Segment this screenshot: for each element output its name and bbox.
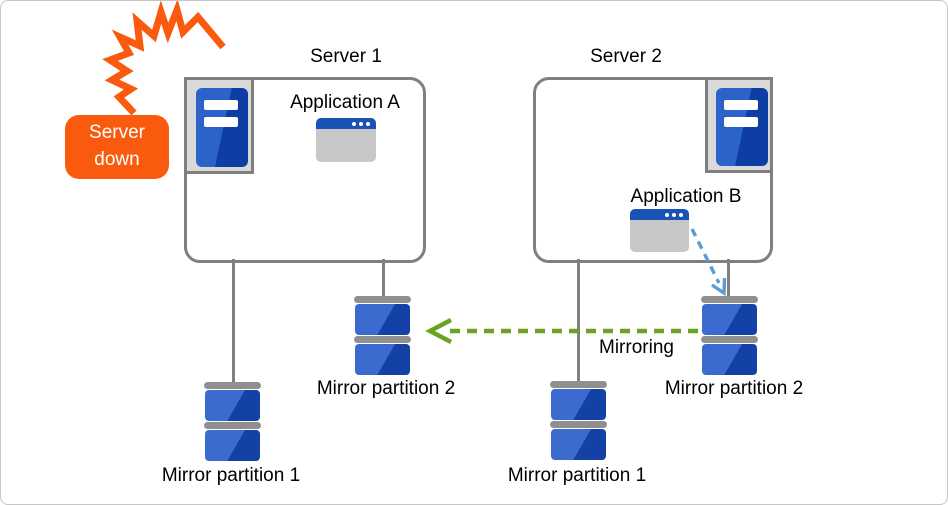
server1-mirror-partition2-icon	[354, 296, 411, 376]
server2-app-label: Application B	[630, 186, 742, 207]
window-dots-icon	[665, 212, 683, 217]
server2-mirror-partition2-icon	[701, 296, 758, 376]
server2-tower-icon	[716, 88, 768, 166]
window-dots-icon	[352, 121, 370, 126]
server2-mirror2-connector	[727, 259, 730, 299]
server-down-badge-label: Server down	[89, 122, 145, 170]
server1-mirror-partition2-label: Mirror partition 2	[316, 378, 456, 399]
server2-mirror-partition2-label: Mirror partition 2	[664, 378, 804, 399]
server1-mirror-partition1-icon	[204, 382, 261, 462]
data-write-arrow-icon	[690, 228, 727, 297]
mirroring-arrow-icon	[425, 318, 698, 344]
server1-mirror2-connector	[382, 259, 385, 298]
mirroring-label: Mirroring	[599, 337, 674, 358]
server2-app-window-icon	[630, 209, 689, 252]
server2-mirror-partition1-label: Mirror partition 1	[507, 465, 647, 486]
server1-tower-icon	[196, 88, 248, 167]
server2-mirror-partition1-icon	[550, 381, 607, 461]
server2-title: Server 2	[590, 46, 662, 67]
server1-mirror-partition1-label: Mirror partition 1	[161, 465, 301, 486]
server2-panel	[705, 77, 773, 173]
server-down-badge: Server down	[65, 115, 169, 179]
app-window-titlebar	[316, 118, 376, 129]
server1-app-label: Application A	[290, 92, 400, 113]
server1-panel	[184, 77, 254, 174]
server1-app-window-icon	[316, 118, 376, 162]
server2-mirror1-connector	[577, 259, 580, 382]
crash-icon	[102, 1, 226, 116]
server1-mirror1-connector	[232, 259, 235, 383]
app-window-titlebar	[630, 209, 689, 220]
server1-title: Server 1	[310, 46, 382, 67]
